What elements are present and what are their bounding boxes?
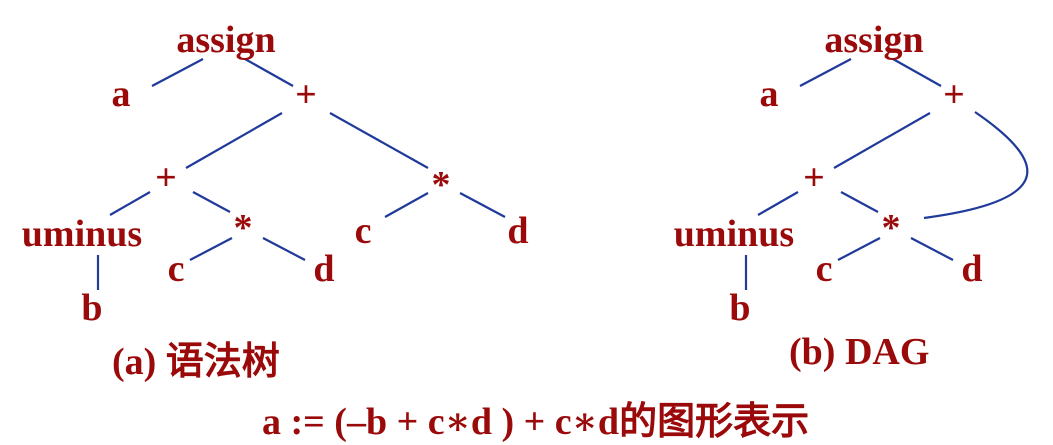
tree-node-star-left: * — [234, 207, 253, 249]
tree-caption: (a) 语法树 — [112, 341, 280, 383]
tree-edge-starright-d — [459, 192, 506, 218]
dag-edge-star-c — [837, 237, 881, 261]
dag-node-c: c — [816, 248, 833, 290]
dag-edge-assign-a — [799, 58, 852, 87]
tree-edge-assign-plus — [244, 58, 294, 87]
tree-node-uminus: uminus — [22, 213, 142, 255]
dag-node-star: * — [882, 207, 901, 249]
tree-node-c-left: c — [168, 248, 185, 290]
tree-node-d-right: d — [507, 210, 528, 252]
tree-node-assign: assign — [176, 19, 275, 61]
tree-edge-plus-star — [329, 112, 429, 169]
dag-edge-assign-plus — [892, 58, 942, 87]
tree-node-a: a — [112, 73, 131, 115]
dag-node-b: b — [729, 287, 750, 329]
dag-edge-star-d — [910, 237, 954, 261]
dag-caption: (b) DAG — [789, 331, 930, 373]
tree-edge-starright-c — [384, 192, 429, 218]
dag-edge-plusmid-uminus — [757, 191, 799, 216]
tree-edge-plusmid-star — [192, 191, 231, 213]
tree-edge-starleft-c — [189, 237, 233, 261]
dag-node-d: d — [961, 248, 982, 290]
tree-edge-plus-plusmid — [185, 112, 283, 169]
tree-node-d-left: d — [313, 248, 334, 290]
dag-node-plus-mid: + — [803, 157, 825, 199]
tree-node-plus-mid: + — [155, 157, 177, 199]
dag-node-assign: assign — [824, 19, 923, 61]
formula-caption: a := (–b + c∗d ) + c∗d的图形表示 — [262, 401, 810, 443]
tree-node-star-right: * — [432, 164, 451, 206]
dag-edges — [744, 58, 1029, 290]
dag-edge-plus-star-shared — [923, 111, 1029, 220]
dag-edge-plus-plusmid — [833, 112, 931, 169]
dag-edge-plusmid-star — [840, 191, 879, 213]
tree-edge-assign-a — [151, 58, 204, 87]
dag-nodes: assign a + + uminus * c d b — [674, 19, 983, 329]
tree-nodes: assign a + + * uminus * c d c d b — [22, 19, 529, 329]
dag-node-a: a — [760, 73, 779, 115]
tree-node-c-right: c — [355, 210, 372, 252]
dag-node-uminus: uminus — [674, 213, 794, 255]
dag-node-plus-top: + — [943, 74, 965, 116]
tree-node-b: b — [81, 287, 102, 329]
tree-edge-plusmid-uminus — [109, 191, 151, 216]
tree-edges — [96, 58, 506, 290]
tree-edge-starleft-d — [262, 237, 306, 261]
tree-node-plus-top: + — [295, 74, 317, 116]
